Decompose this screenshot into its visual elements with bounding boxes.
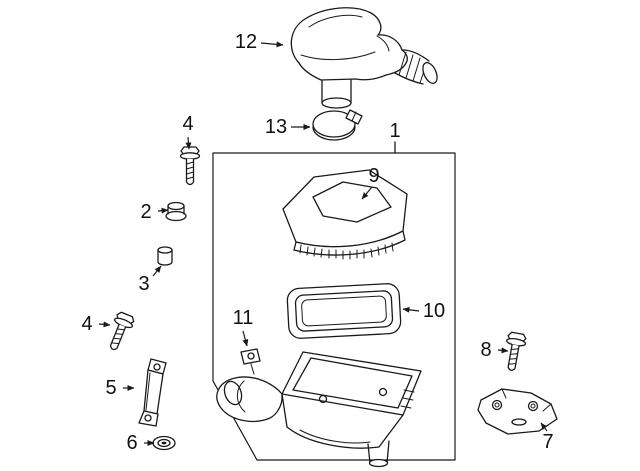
air-filter-element-drawing — [286, 283, 402, 339]
arrow-8 — [497, 347, 509, 354]
callout-arrows — [98, 41, 548, 446]
callout-label-9: 9 — [368, 165, 380, 187]
air-intake-duct-drawing — [290, 7, 438, 109]
callout-label-2: 2 — [140, 201, 152, 223]
callout-label-10: 10 — [422, 300, 446, 322]
callout-label-11: 11 — [232, 307, 254, 329]
arrow-3 — [152, 265, 162, 277]
callout-label-13: 13 — [264, 116, 288, 138]
flange-bolt-top-drawing — [179, 146, 201, 186]
flange-bolt-right-drawing — [501, 331, 528, 373]
arrow-11 — [242, 330, 249, 347]
callout-label-8: 8 — [480, 339, 492, 361]
assembly-outline-box — [212, 141, 456, 461]
arrow-10 — [402, 306, 420, 313]
callout-label-3: 3 — [138, 273, 150, 295]
spacer-bushing-drawing — [157, 246, 173, 266]
air-cleaner-cover-drawing — [282, 169, 408, 260]
callout-label-4-left: 4 — [81, 313, 93, 335]
hose-clamp-drawing — [312, 109, 363, 141]
mounting-bracket-drawing — [138, 358, 167, 427]
arrow-12 — [260, 41, 284, 48]
callout-label-5: 5 — [105, 377, 117, 399]
flange-nut-drawing — [152, 435, 176, 451]
callout-label-7: 7 — [542, 431, 554, 453]
arrow-7 — [540, 422, 548, 432]
callout-label-6: 6 — [126, 432, 138, 454]
callout-label-4-top: 4 — [182, 113, 194, 135]
lower-housing-drawing — [216, 348, 422, 468]
flange-bolt-left-drawing — [103, 310, 137, 354]
arrow-2 — [157, 207, 169, 214]
support-bracket-drawing — [477, 388, 558, 435]
callout-label-12: 12 — [234, 31, 258, 53]
arrow-9 — [361, 186, 373, 200]
callout-label-1: 1 — [389, 120, 401, 142]
arrow-4-top — [185, 136, 192, 150]
grommet-drawing — [165, 201, 187, 222]
arrow-4-left — [98, 321, 111, 328]
